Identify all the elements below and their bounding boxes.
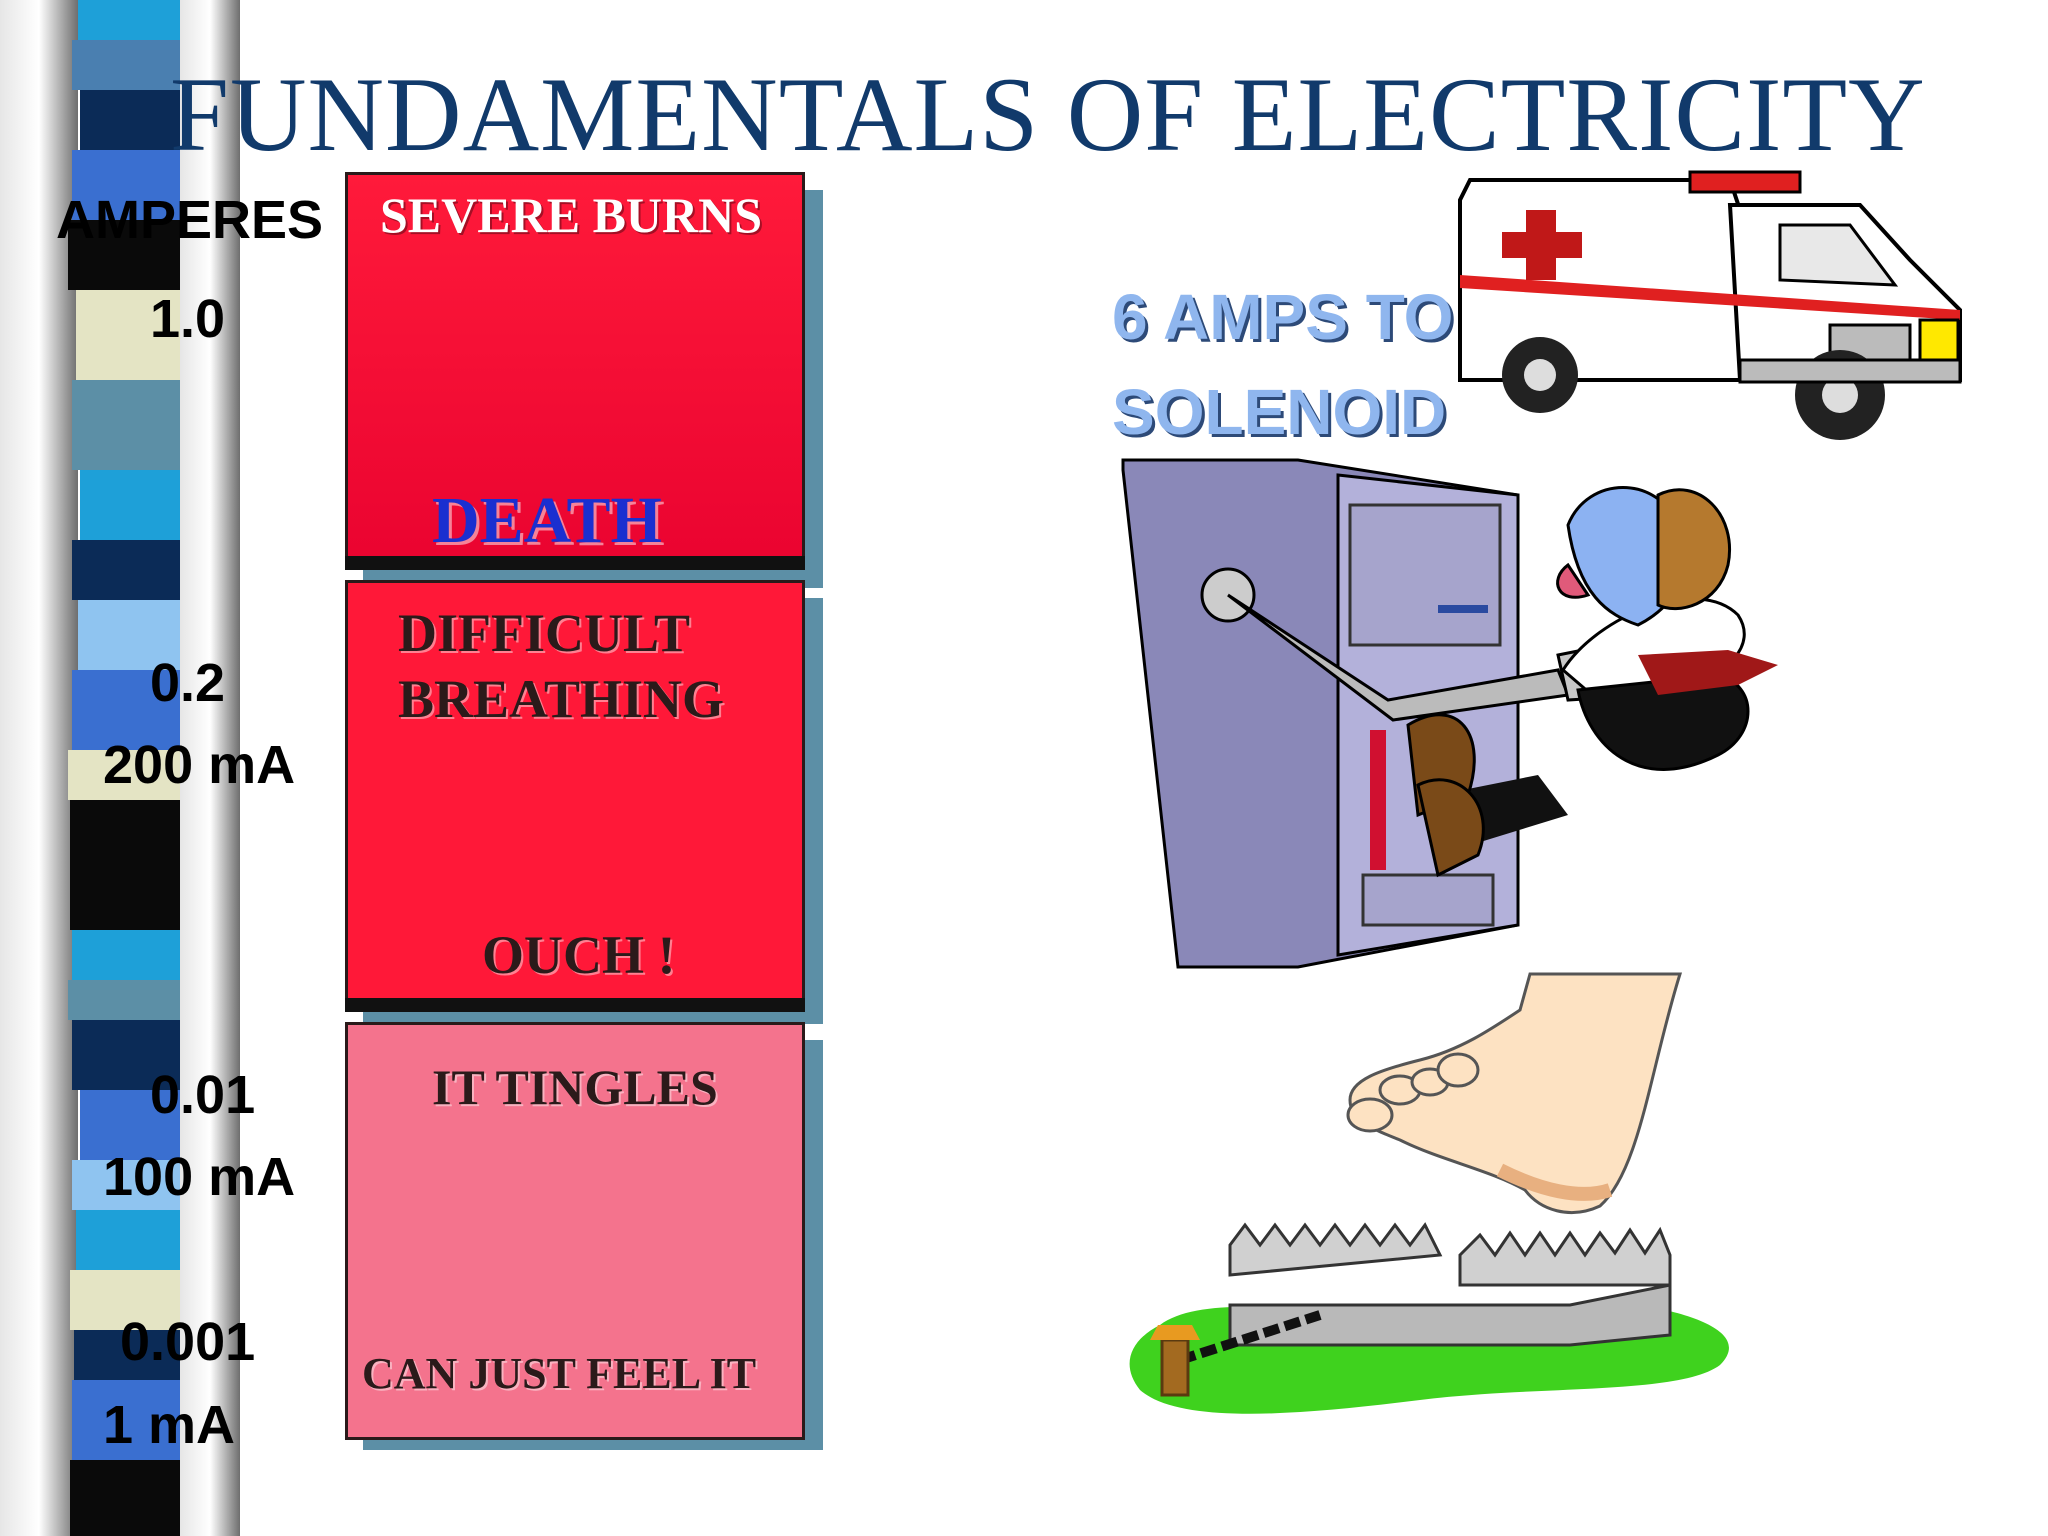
ambulance-icon (1458, 170, 1962, 440)
shocked-man-icon (1121, 458, 1778, 969)
scale-label-200ma: 200 mA (103, 735, 296, 795)
callout-line-1: 6 AMPS TO (1112, 281, 1454, 353)
tingles-label: IT TINGLES (432, 1059, 718, 1115)
scale-label-0-001: 0.001 (120, 1312, 256, 1372)
scale-label-100ma: 100 mA (103, 1147, 296, 1207)
scale-label-0-2: 0.2 (150, 653, 226, 713)
ouch-label: OUCH ! (482, 925, 676, 985)
effect-panel-difficult (345, 580, 805, 1006)
scale-label-0-01: 0.01 (150, 1065, 256, 1125)
scale-label-1-0: 1.0 (150, 289, 226, 349)
foot-icon (1346, 972, 1683, 1214)
scale-label-1ma: 1 mA (103, 1395, 236, 1455)
panel-divider-mid (345, 998, 805, 1012)
death-label: DEATH (432, 484, 662, 557)
just-feel-label: CAN JUST FEEL IT (362, 1349, 757, 1398)
breathing-label: BREATHING (398, 669, 725, 729)
bear-trap-icon (1129, 1222, 1729, 1414)
effect-panel-tingle (345, 1022, 805, 1440)
slide-title: FUNDAMENTALS OF ELECTRICITY (170, 56, 1926, 173)
difficult-label: DIFFICULT (398, 603, 691, 663)
callout-line-2: SOLENOID (1112, 376, 1447, 448)
severe-burns-label: SEVERE BURNS (380, 187, 763, 243)
effect-panel-severe (345, 172, 805, 570)
decorative-stripe-column (0, 0, 240, 1536)
panel-divider-top (345, 556, 805, 570)
amperes-heading: AMPERES (56, 190, 324, 250)
